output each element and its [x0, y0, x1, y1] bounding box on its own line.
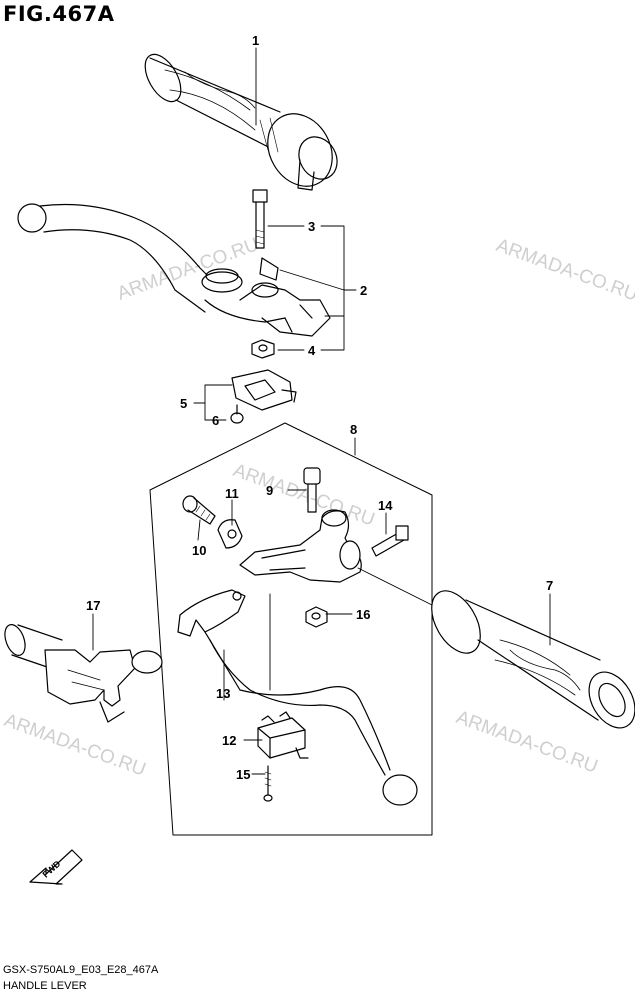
callout-5: 5 — [180, 396, 187, 411]
bolt-part-14 — [371, 525, 409, 557]
switch-part-5 — [231, 369, 297, 411]
figure-footer: GSX-S750AL9_E03_E28_467A HANDLE LEVER — [3, 962, 158, 994]
bushing-part-11 — [217, 519, 243, 549]
callout-12: 12 — [222, 733, 236, 748]
forward-direction-arrow-icon — [29, 849, 83, 885]
watermark-text: ARMADA-CO.RU — [453, 707, 600, 778]
nut-part-4 — [251, 339, 275, 359]
callout-3: 3 — [308, 219, 315, 234]
callout-7: 7 — [546, 578, 553, 593]
left-grip-part-7 — [431, 590, 635, 729]
callout-14: 14 — [378, 498, 393, 513]
bolt-part-3 — [252, 189, 268, 249]
watermark-text: ARMADA-CO.RU — [115, 234, 262, 305]
callout-13: 13 — [216, 686, 230, 701]
watermark-text: ARMADA-CO.RU — [493, 235, 635, 306]
bolt-part-10 — [182, 495, 216, 525]
throttle-grip-part-1 — [144, 53, 338, 191]
figure-code: GSX-S750AL9_E03_E28_467A — [3, 964, 159, 976]
callout-2: 2 — [360, 283, 367, 298]
watermark-text: ARMADA-CO.RU — [1, 710, 148, 781]
callout-6: 6 — [212, 413, 219, 428]
callout-10: 10 — [192, 543, 206, 558]
callout-9: 9 — [266, 483, 273, 498]
brake-lever-part-2 — [17, 203, 331, 337]
nut-part-16 — [305, 606, 328, 628]
bracket-part-17 — [4, 624, 163, 723]
screw-part-15 — [263, 765, 273, 802]
clutch-holder — [239, 509, 362, 583]
screw-part-6 — [230, 404, 244, 424]
figure-name: HANDLE LEVER — [3, 980, 87, 992]
pivot-bolt-part-9 — [303, 467, 321, 513]
switch-part-12 — [257, 711, 309, 759]
callout-11: 11 — [225, 486, 239, 501]
callout-8: 8 — [350, 422, 357, 437]
callout-15: 15 — [236, 767, 250, 782]
callout-4: 4 — [308, 343, 316, 358]
clutch-lever-part-13 — [177, 589, 418, 806]
assembly-boundary-part-8 — [149, 422, 433, 836]
figure-title: FIG.467A — [3, 2, 115, 26]
leader-lines — [92, 47, 551, 775]
callout-17: 17 — [86, 598, 100, 613]
callout-16: 16 — [356, 607, 370, 622]
callout-1: 1 — [252, 33, 259, 48]
